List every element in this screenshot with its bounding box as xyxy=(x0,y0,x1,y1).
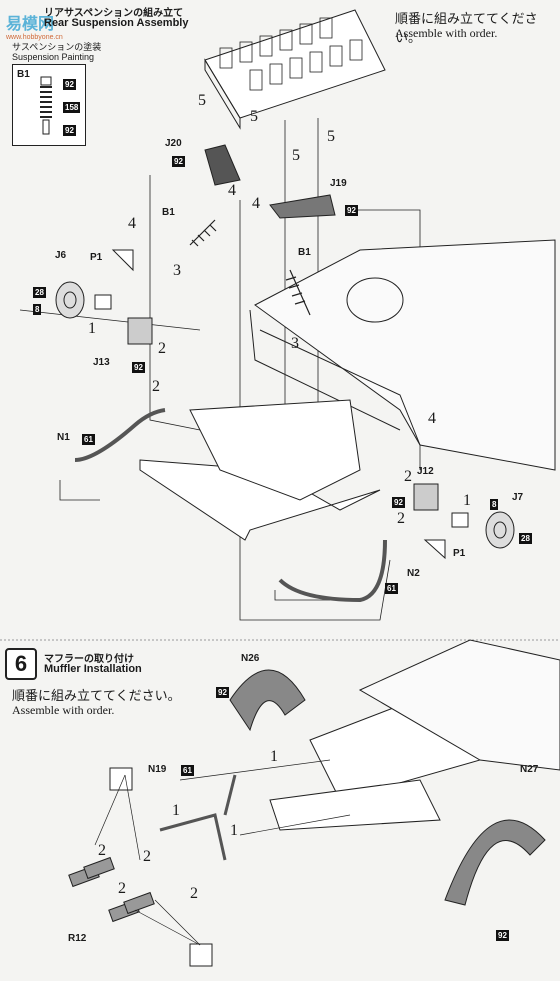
step-5: 5 xyxy=(327,128,335,145)
color-n19: 61 xyxy=(181,765,194,776)
label-n19: N19 xyxy=(148,764,167,775)
step-number-badge: 6 xyxy=(5,648,37,680)
label-j12: J12 xyxy=(417,466,434,477)
step-1: 1 xyxy=(172,802,180,819)
label-n1: N1 xyxy=(57,432,70,443)
paint-panel: B1 92 158 92 xyxy=(12,64,86,146)
label-n27: N27 xyxy=(520,764,539,775)
paint-panel-part: B1 xyxy=(17,69,30,80)
muffler-order-en: Assemble with order. xyxy=(12,703,115,717)
muffler-assembly-art xyxy=(269,639,560,831)
color-j7-8: 8 xyxy=(490,499,499,510)
step-2: 2 xyxy=(397,510,405,527)
label-b1-right: B1 xyxy=(298,247,311,258)
label-b1-left: B1 xyxy=(162,207,175,218)
paint-panel-title-jp: サスペンションの塗装 xyxy=(12,42,102,52)
step-2: 2 xyxy=(98,842,106,859)
label-j6: J6 xyxy=(55,250,67,261)
step-2: 2 xyxy=(143,848,151,865)
step-2: 2 xyxy=(190,885,198,902)
step-5: 5 xyxy=(250,108,258,125)
step-2: 2 xyxy=(158,340,166,357)
rear-suspension-title-jp: リアサスペンションの組み立て xyxy=(44,8,184,19)
color-j6-28: 28 xyxy=(33,287,46,298)
rear-suspension-title-en: Rear Suspension Assembly xyxy=(44,17,189,29)
step-1: 1 xyxy=(463,492,471,509)
muffler-title-en: Muffler Installation xyxy=(44,663,142,675)
label-j20: J20 xyxy=(165,138,182,149)
step-5: 5 xyxy=(198,92,206,109)
color-j13: 92 xyxy=(132,362,145,373)
color-j12: 92 xyxy=(392,497,405,508)
shock-absorber-icon xyxy=(40,76,52,135)
color-j19: 92 xyxy=(345,205,358,216)
step-5: 5 xyxy=(292,147,300,164)
step-1: 1 xyxy=(230,822,238,839)
color-n2: 61 xyxy=(385,583,398,594)
step-3: 3 xyxy=(173,262,181,279)
color-n1: 61 xyxy=(82,434,95,445)
chassis-frame xyxy=(139,399,381,541)
label-j19: J19 xyxy=(330,178,347,189)
watermark-logo: 易模网 www.hobbyone.cn xyxy=(6,10,63,41)
color-n26: 92 xyxy=(216,687,229,698)
color-j20: 92 xyxy=(172,156,185,167)
order-instruction-en: Assemble with order. xyxy=(395,26,498,40)
step-4: 4 xyxy=(128,215,136,232)
step-4: 4 xyxy=(428,410,436,427)
watermark-logo-text: 易模网 xyxy=(6,16,55,33)
step-2: 2 xyxy=(118,880,126,897)
paint-color-2: 158 xyxy=(63,102,81,113)
step-1: 1 xyxy=(270,748,278,765)
label-n2: N2 xyxy=(407,568,420,579)
step-4: 4 xyxy=(228,182,236,199)
step-1: 1 xyxy=(88,320,96,337)
step-4: 4 xyxy=(252,195,260,212)
color-j7-28: 28 xyxy=(519,533,532,544)
paint-color-1: 92 xyxy=(63,79,76,90)
car-body xyxy=(249,239,556,471)
order-instruction-jp: 順番に組み立ててください。 xyxy=(395,12,538,46)
label-n26: N26 xyxy=(241,653,260,664)
label-j13: J13 xyxy=(93,357,110,368)
step-2: 2 xyxy=(152,378,160,395)
label-p1-left: P1 xyxy=(90,252,103,263)
label-j7: J7 xyxy=(512,492,524,503)
label-r12: R12 xyxy=(68,933,87,944)
color-j6-8: 8 xyxy=(33,304,42,315)
step-3: 3 xyxy=(291,335,299,352)
muffler-title-jp: マフラーの取り付け xyxy=(44,654,134,665)
paint-color-3: 92 xyxy=(63,125,76,136)
watermark-url: www.hobbyone.cn xyxy=(6,34,63,41)
paint-panel-title-en: Suspension Painting xyxy=(12,52,95,62)
color-n27: 92 xyxy=(496,930,509,941)
step-2: 2 xyxy=(404,468,412,485)
engine-top xyxy=(204,9,386,130)
muffler-order-jp: 順番に組み立ててください。 xyxy=(12,689,181,704)
label-p1-right: P1 xyxy=(453,548,466,559)
